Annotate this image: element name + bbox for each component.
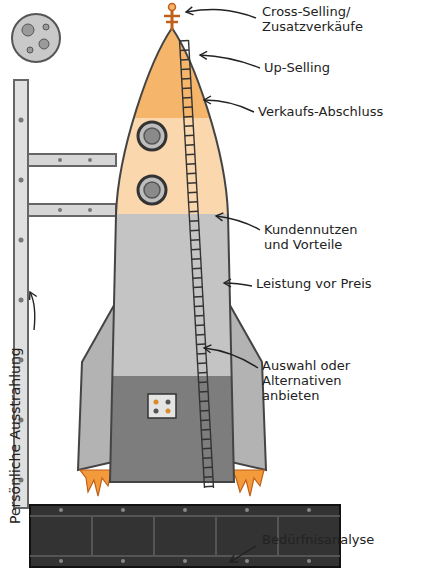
moon: [12, 14, 60, 62]
leader-lines: [30, 10, 260, 562]
callout-label: Cross-Selling/ Zusatzverkäufe: [262, 4, 382, 34]
rocket-outline: [110, 28, 234, 482]
callout-label: Persönliche Ausstrahlung: [8, 347, 23, 524]
callout-label: Bedürfnisanalyse: [262, 532, 422, 547]
control-panel: [148, 394, 176, 418]
callout-label: Kundennutzen und Vorteile: [264, 222, 369, 252]
launch-tower: [14, 80, 116, 508]
rocket-antenna: [164, 4, 180, 31]
callout-label: Up-Selling: [264, 60, 404, 75]
callout-label: Leistung vor Preis: [256, 276, 416, 291]
callout-label: Auswahl oder Alternativen anbieten: [262, 358, 362, 403]
callout-label: Verkaufs-Abschluss: [258, 104, 418, 119]
portholes: [138, 122, 166, 204]
rocket-body: [100, 0, 250, 486]
rocket-ladder: [180, 40, 214, 488]
